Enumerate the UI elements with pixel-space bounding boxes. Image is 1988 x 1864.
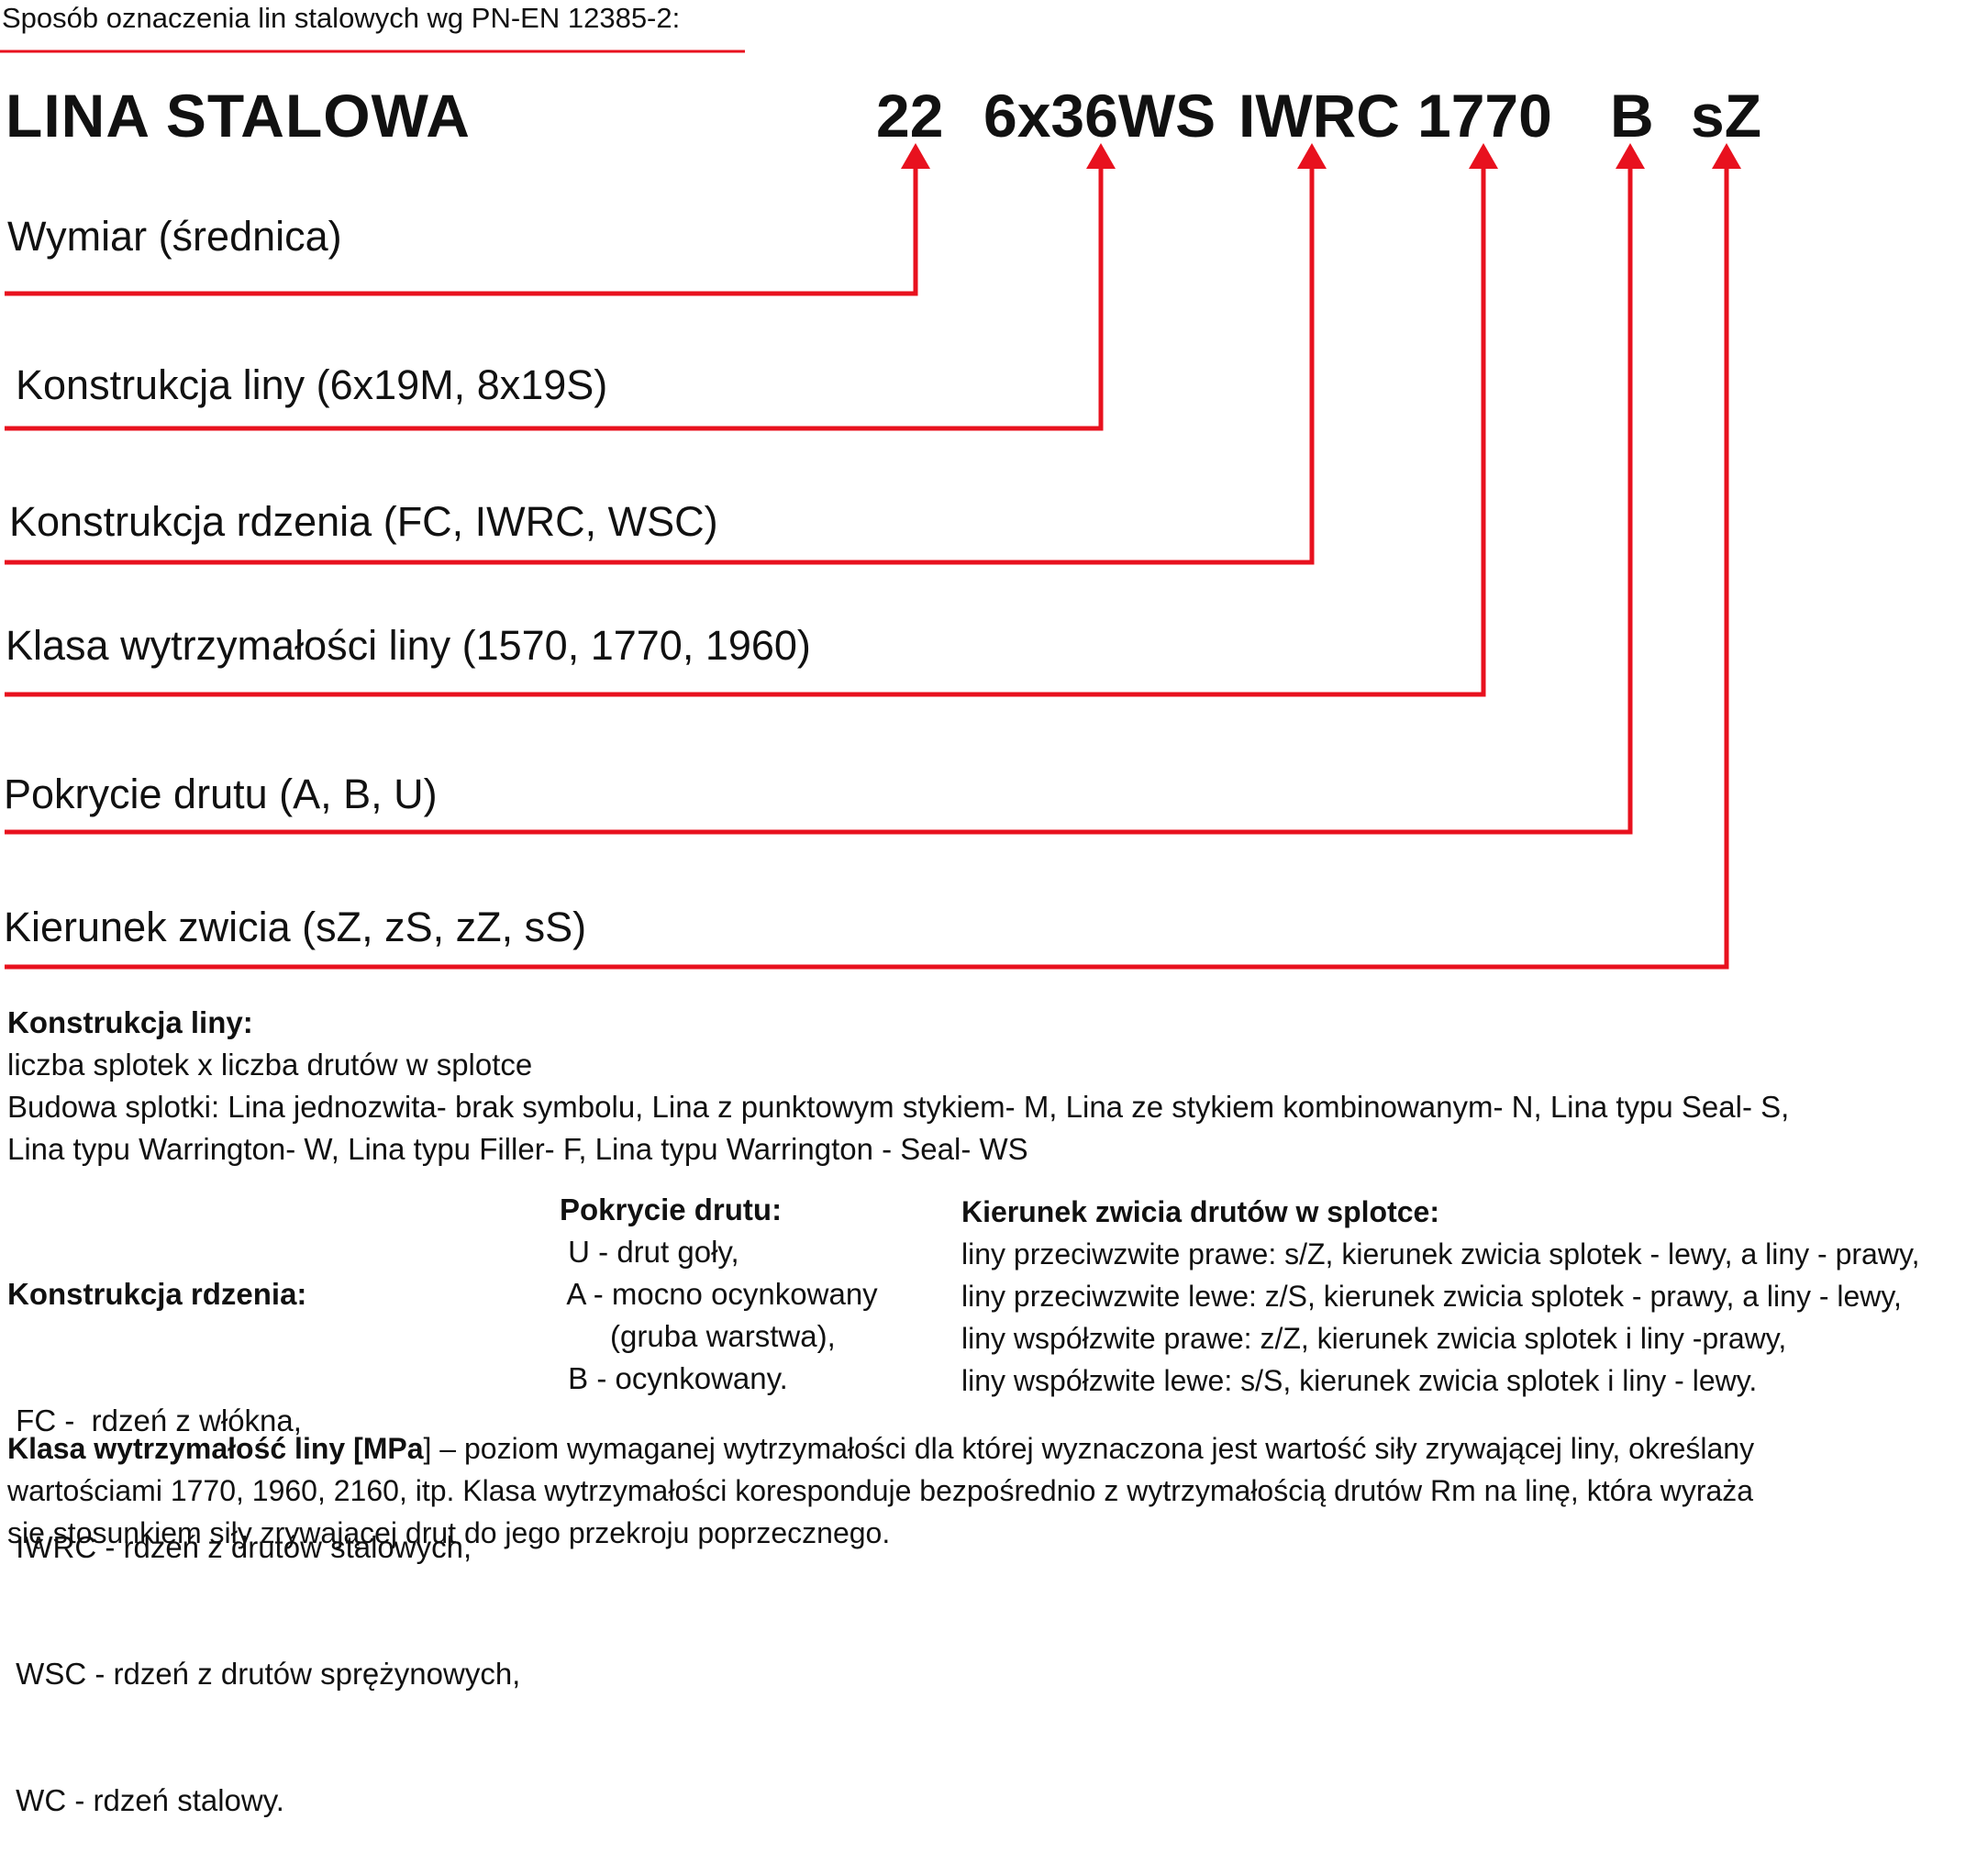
note-line: się stosunkiem siły zrywającej drut do j…: [7, 1516, 891, 1549]
note-lay-direction: Kierunek zwicia drutów w splotce: liny p…: [961, 1191, 1919, 1402]
field-lay-direction-label: Kierunek zwicia (sZ, zS, zZ, sS): [4, 904, 587, 950]
note-core-construction-heading: Konstrukcja rdzenia:: [7, 1277, 307, 1311]
note-line: liny współzwite lewe: s/S, kierunek zwic…: [961, 1364, 1758, 1397]
field-strength-class-label: Klasa wytrzymałości liny (1570, 1770, 19…: [6, 622, 811, 669]
connector-lay-direction: [5, 167, 1729, 970]
note-wire-coating: Pokrycie drutu: U - drut goły, A - mocno…: [560, 1189, 878, 1400]
note-line: U - drut goły,: [560, 1235, 739, 1269]
note-strength-class-text: ] – poziom wymaganej wytrzymałości dla k…: [423, 1432, 1755, 1465]
page-title: Sposób oznaczenia lin stalowych wg PN-EN…: [2, 2, 681, 34]
note-lay-direction-heading: Kierunek zwicia drutów w splotce:: [961, 1195, 1439, 1228]
code-strength-class: 1770: [1417, 82, 1552, 150]
code-rope-construction: 6x36WS: [983, 82, 1216, 150]
note-line: (gruba warstwa),: [560, 1319, 836, 1353]
note-line: WSC - rdzeń z drutów sprężynowych,: [7, 1657, 521, 1691]
note-strength-class: Klasa wytrzymałość liny [MPa] – poziom w…: [7, 1427, 1754, 1554]
note-wire-coating-heading: Pokrycie drutu:: [560, 1193, 783, 1226]
note-rope-construction: Konstrukcja liny: liczba splotek x liczb…: [7, 1002, 1789, 1171]
field-rope-construction-label: Konstrukcja liny (6x19M, 8x19S): [16, 361, 608, 408]
note-line: B - ocynkowany.: [560, 1361, 788, 1395]
designation-label: LINA STALOWA: [6, 82, 471, 150]
note-line: A - mocno ocynkowany: [560, 1277, 878, 1311]
code-lay-direction: sZ: [1691, 82, 1762, 150]
field-core-construction-label: Konstrukcja rdzenia (FC, IWRC, WSC): [9, 498, 718, 545]
note-strength-class-first-line: Klasa wytrzymałość liny [MPa] – poziom w…: [7, 1427, 1754, 1470]
note-line: wartościami 1770, 1960, 2160, itp. Klasa…: [7, 1474, 1754, 1507]
code-wire-coating: B: [1610, 82, 1654, 150]
field-wire-coating-label: Pokrycie drutu (A, B, U): [4, 771, 438, 817]
note-line: liczba splotek x liczba drutów w splotce: [7, 1048, 533, 1082]
note-line: liny współzwite prawe: z/Z, kierunek zwi…: [961, 1322, 1787, 1355]
note-line: liny przeciwzwite prawe: s/Z, kierunek z…: [961, 1237, 1920, 1270]
note-rope-construction-heading: Konstrukcja liny:: [7, 1005, 253, 1039]
code-diameter: 22: [876, 82, 944, 150]
note-line: FC - rdzeń z włókna,: [7, 1404, 302, 1437]
note-line: WC - rdzeń stalowy.: [7, 1783, 284, 1817]
field-diameter-label: Wymiar (średnica): [7, 213, 342, 260]
code-core-construction: IWRC: [1238, 82, 1400, 150]
note-line: Lina typu Warrington- W, Lina typu Fille…: [7, 1132, 1028, 1166]
note-line: liny przeciwzwite lewe: z/S, kierunek zw…: [961, 1280, 1902, 1313]
note-line: Budowa splotki: Lina jednozwita- brak sy…: [7, 1090, 1790, 1124]
note-strength-class-heading: Klasa wytrzymałość liny [MPa: [7, 1432, 424, 1465]
